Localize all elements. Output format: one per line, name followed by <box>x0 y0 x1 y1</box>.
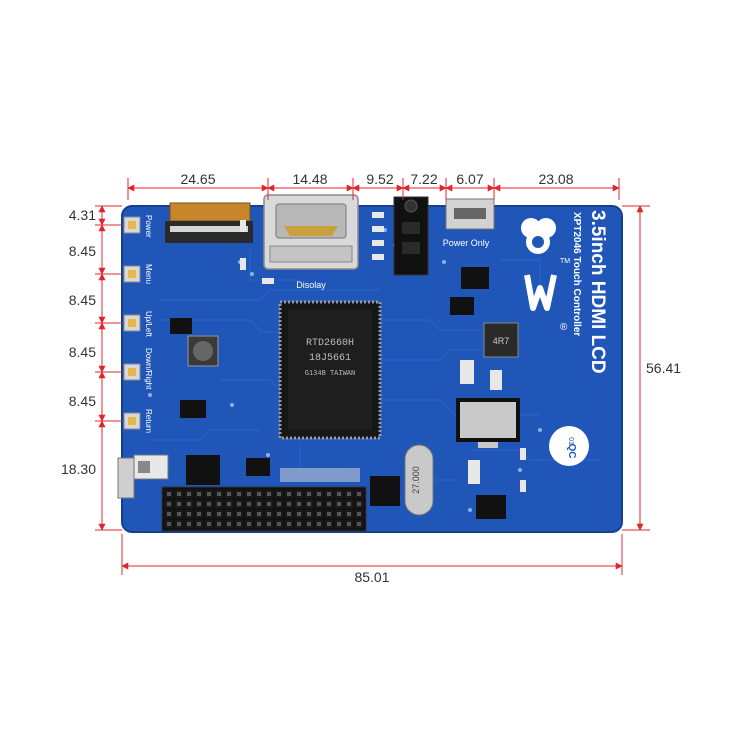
button-return: Return <box>123 409 153 433</box>
dim-top-6: 23.08 <box>538 171 573 187</box>
chip-line-3: G134B TAIWAN <box>305 370 355 378</box>
dim-top-5: 6.07 <box>456 171 483 187</box>
ffc-connector-icon <box>165 202 253 243</box>
dim-bottom: 85.01 <box>354 569 389 585</box>
dim-top-3: 9.52 <box>366 171 393 187</box>
crystal-label: 27.000 <box>411 466 421 494</box>
button-menu: Menu <box>123 264 153 284</box>
crystal-icon: 27.000 <box>404 444 434 516</box>
qc-text: QC <box>566 444 577 459</box>
button-label: Up/Left <box>144 311 153 338</box>
resistor-array <box>280 468 360 482</box>
dim-left-2: 8.45 <box>69 243 96 259</box>
dim-top-1: 24.65 <box>180 171 215 187</box>
button-label: Menu <box>144 264 153 284</box>
button-power: Power <box>123 215 153 238</box>
button-down-right: Down/Right <box>123 348 153 390</box>
dimension-lines <box>95 178 650 575</box>
reg-mark: ® <box>560 322 568 333</box>
right-ics <box>370 360 526 519</box>
button-up-left: Up/Left <box>123 311 153 338</box>
dim-left-1: 4.31 <box>69 207 96 223</box>
dim-right: 56.41 <box>646 360 681 376</box>
waveshare-logo-icon: ® <box>524 274 568 333</box>
usb-port-icon: Power Only <box>443 198 495 248</box>
main-chip: RTD2660H 18J5661 G134B TAIWAN <box>278 300 382 440</box>
dim-left-3: 8.45 <box>69 292 96 308</box>
dimension-labels: 24.65 14.48 9.52 7.22 6.07 23.08 4.31 8.… <box>61 171 681 585</box>
qc-sub: 01 <box>567 437 574 445</box>
button-label: Return <box>144 409 153 433</box>
display-label: Disolay <box>296 280 326 290</box>
dim-left-6: 18.30 <box>61 461 96 477</box>
chip-line-1: RTD2660H <box>306 338 354 349</box>
dim-top-2: 14.48 <box>292 171 327 187</box>
hdmi-port-icon: Disolay <box>263 194 359 290</box>
flower-logo-icon: TM <box>521 218 570 265</box>
regulator-icon <box>456 398 520 448</box>
audio-jack-icon <box>393 196 429 276</box>
button-label: Power <box>144 215 153 238</box>
small-ics <box>170 212 489 485</box>
chip-line-2: 18J5661 <box>309 353 351 364</box>
dim-top-4: 7.22 <box>410 171 437 187</box>
board-subtitle: XPT2046 Touch Controller <box>571 212 582 336</box>
board-title: 3.5inch HDMI LCD <box>587 210 608 374</box>
side-buttons: Power Menu Up/Left Down/Right Return <box>123 215 153 433</box>
inductor-icon: 4R7 <box>187 322 519 367</box>
slide-switch <box>117 454 169 499</box>
dim-left-4: 8.45 <box>69 344 96 360</box>
power-only-label: Power Only <box>443 238 490 248</box>
gpio-header-icon <box>161 486 367 532</box>
tm-mark: TM <box>560 258 570 265</box>
dim-left-5: 8.45 <box>69 393 96 409</box>
qc-badge: QC 01 <box>549 426 589 466</box>
inductor-label: 4R7 <box>493 336 510 346</box>
button-label: Down/Right <box>144 348 153 390</box>
